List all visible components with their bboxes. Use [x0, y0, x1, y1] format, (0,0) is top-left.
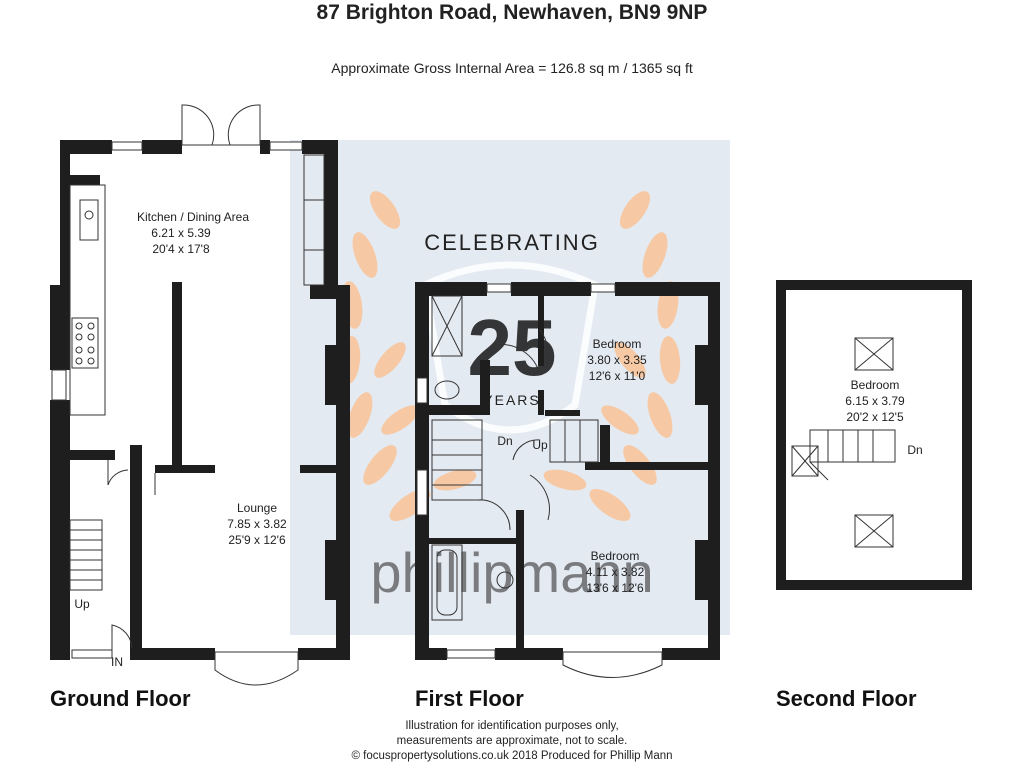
first-floor-plan: Bedroom 3.80 x 3.35 12'6 x 11'0 Bedroom …	[415, 282, 720, 678]
ground-floor-label: Ground Floor	[50, 686, 191, 711]
first-stairs-up-label: Up	[532, 438, 548, 452]
second-stairs-down-label: Dn	[907, 443, 922, 457]
loft-bedroom-imperial: 20'2 x 12'5	[846, 410, 904, 424]
entry-label: IN	[111, 655, 123, 669]
gross-internal-area: Approximate Gross Internal Area = 126.8 …	[331, 60, 693, 76]
second-floor-label: Second Floor	[776, 686, 917, 711]
rear-bedroom-name: Bedroom	[593, 337, 642, 351]
front-bedroom-metric: 4.11 x 3.82	[586, 565, 645, 579]
second-floor-plan: Bedroom 6.15 x 3.79 20'2 x 12'5 Dn	[776, 280, 972, 590]
lounge-name: Lounge	[237, 501, 277, 515]
second-floor-stairs	[809, 429, 896, 481]
rear-bedroom-metric: 3.80 x 3.35	[587, 353, 647, 367]
stairs-up	[69, 519, 103, 591]
loft-bedroom-metric: 6.15 x 3.79	[845, 394, 905, 408]
watermark-celebrating: CELEBRATING	[424, 230, 600, 255]
ground-stairs-up-label: Up	[74, 597, 90, 611]
ground-floor-plan: Kitchen / Dining Area 6.21 x 5.39 20'4 x…	[50, 104, 350, 686]
kitchen-imperial: 20'4 x 17'8	[152, 242, 210, 256]
footer-disclaimer-2: measurements are approximate, not to sca…	[397, 735, 628, 747]
skylight-icon	[854, 337, 894, 371]
kitchen-metric: 6.21 x 5.39	[151, 226, 211, 240]
skylight-icon	[791, 445, 819, 477]
lounge-metric: 7.85 x 3.82	[227, 517, 287, 531]
skylight-icon	[854, 514, 894, 548]
front-bedroom-name: Bedroom	[591, 549, 640, 563]
first-floor-label: First Floor	[415, 686, 524, 711]
first-stairs-down-label: Dn	[497, 434, 512, 448]
property-address: 87 Brighton Road, Newhaven, BN9 9NP	[317, 1, 708, 24]
watermark-years-word: YEARS	[483, 392, 540, 408]
lounge-imperial: 25'9 x 12'6	[228, 533, 286, 547]
watermark: CELEBRATING 25 YEARS phillipmann	[290, 140, 730, 635]
footer-disclaimer-1: Illustration for identification purposes…	[405, 720, 618, 732]
watermark-shield-icon	[421, 261, 599, 434]
first-floor-stairs	[431, 419, 599, 501]
rear-bedroom-imperial: 12'6 x 11'0	[589, 369, 646, 383]
watermark-panel	[290, 140, 730, 635]
front-bedroom-imperial: 13'6 x 12'6	[586, 581, 644, 595]
loft-bedroom-name: Bedroom	[851, 378, 900, 392]
footer-copyright: © focuspropertysolutions.co.uk 2018 Prod…	[351, 750, 672, 762]
kitchen-name: Kitchen / Dining Area	[137, 210, 249, 224]
